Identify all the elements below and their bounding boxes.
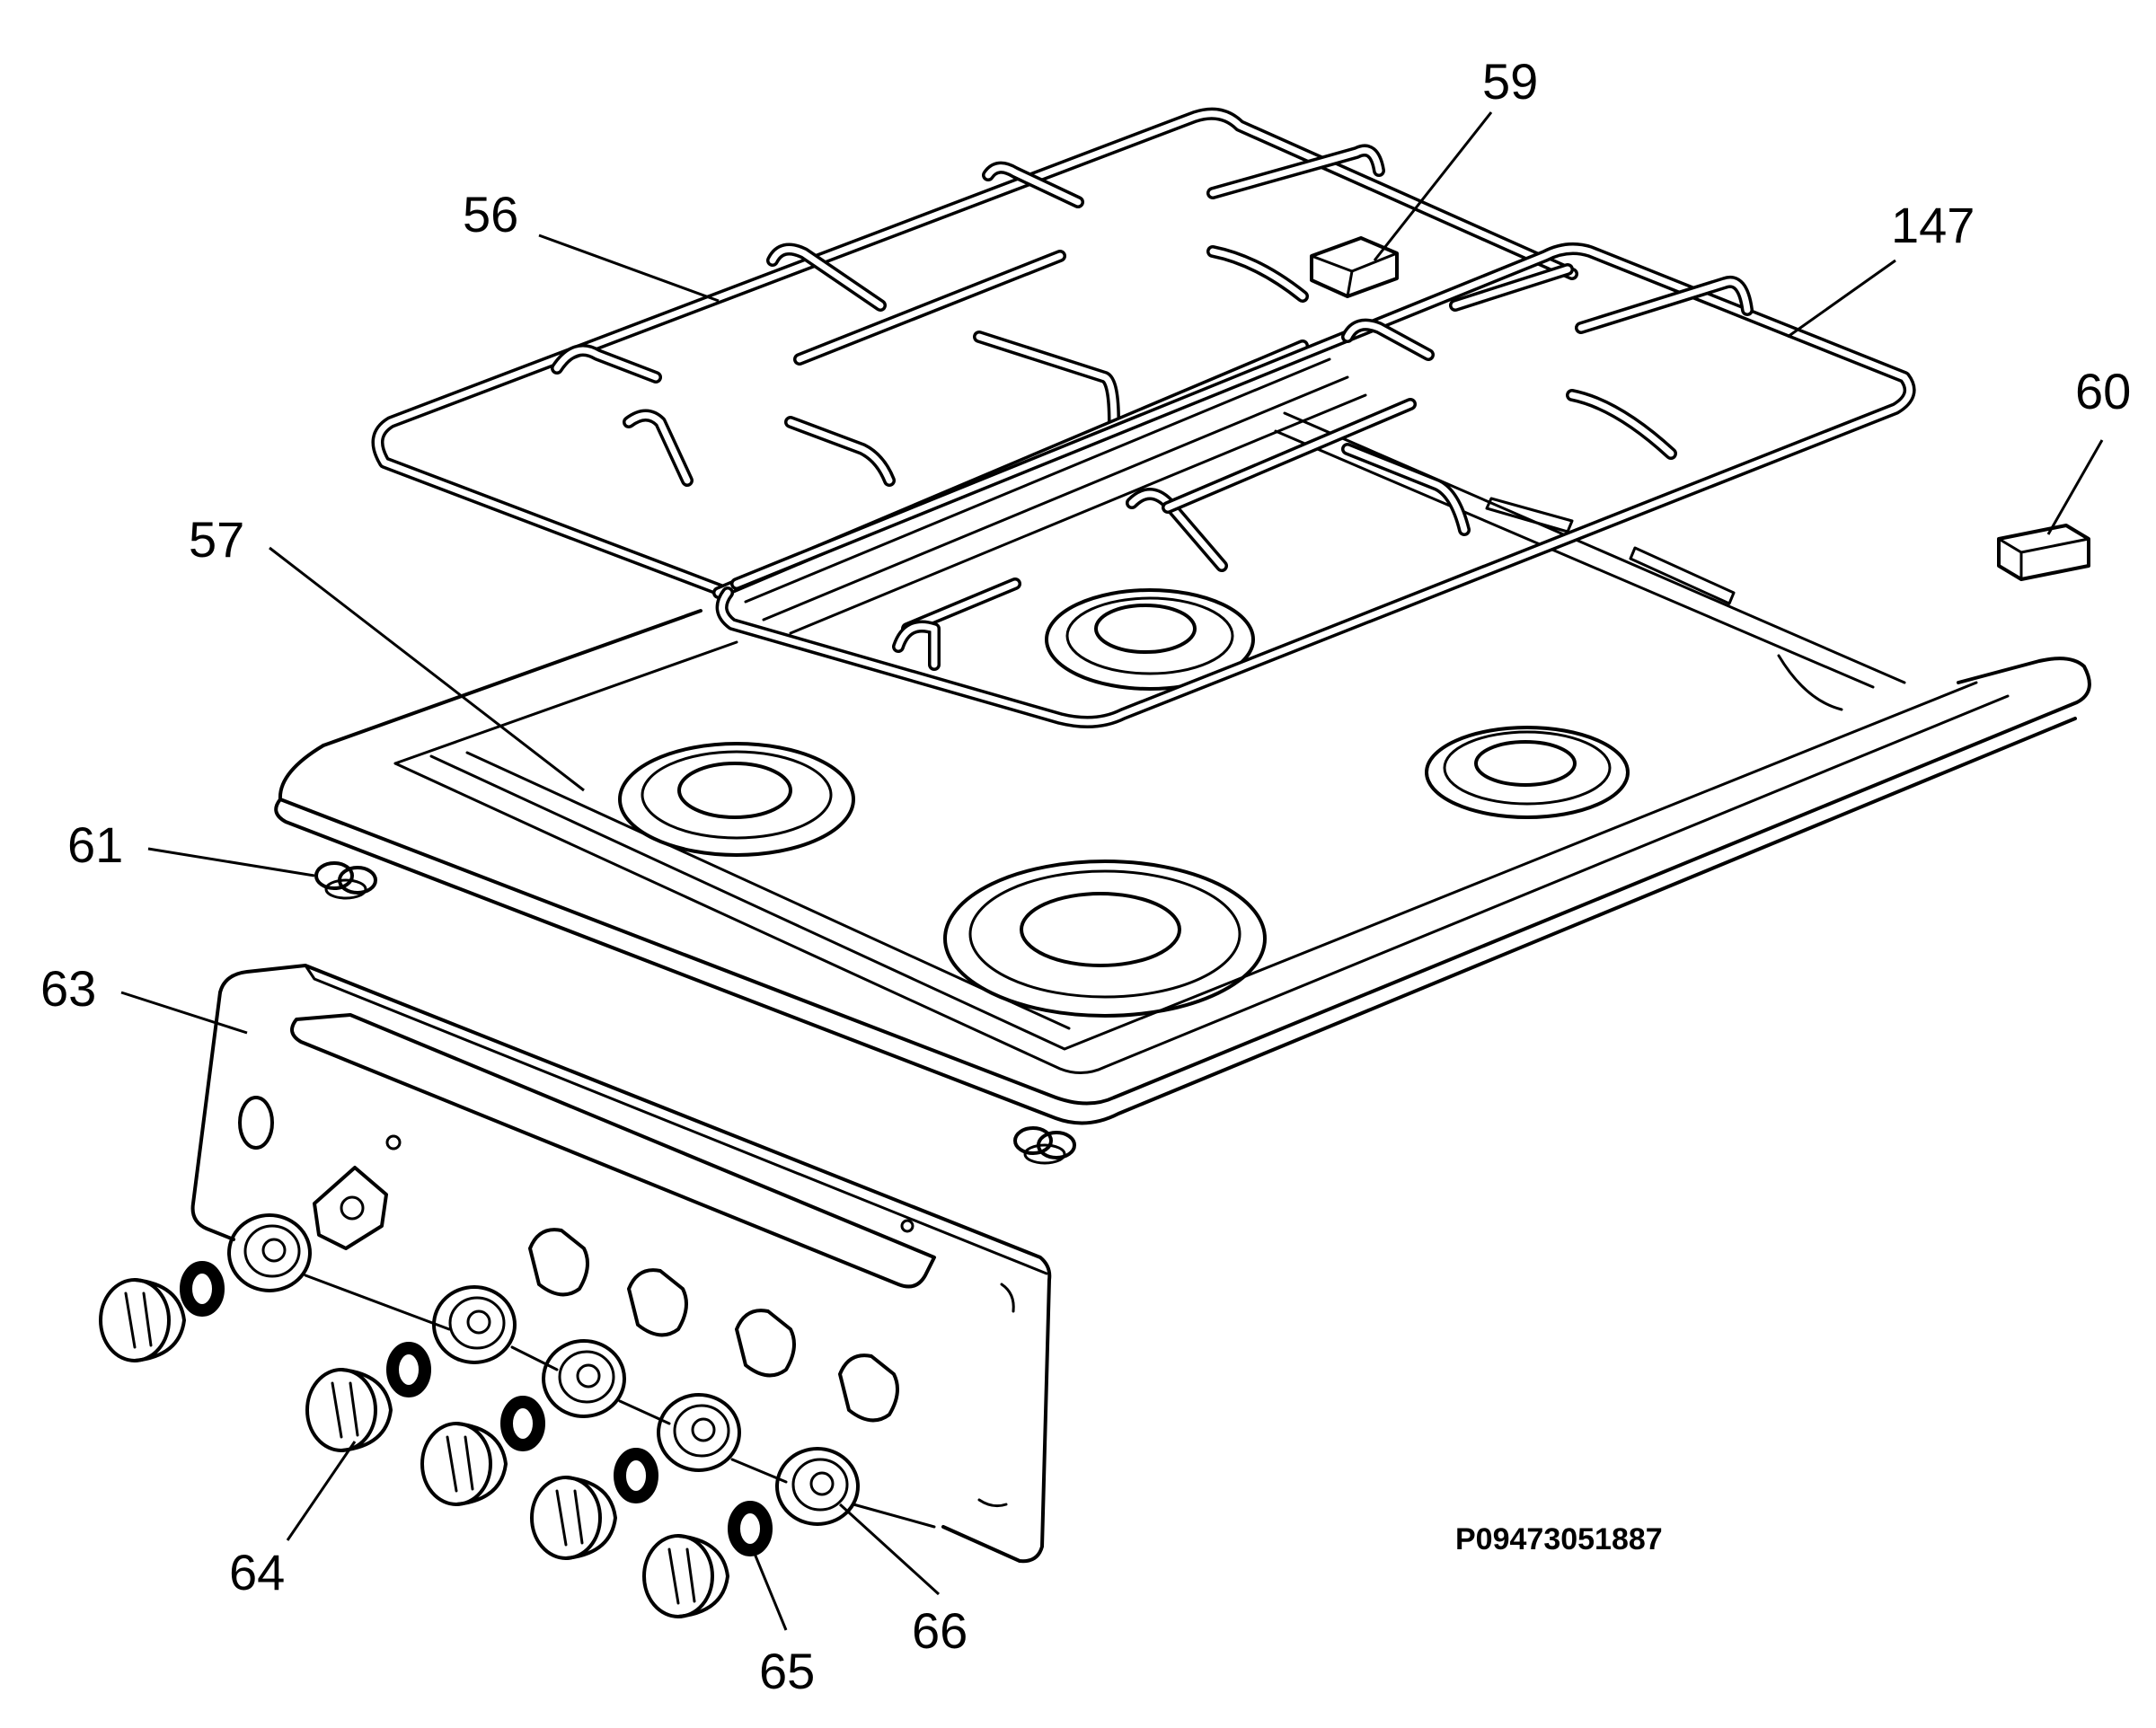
hob-top-panel (274, 411, 2091, 1125)
callout-64: 64 (229, 1544, 285, 1600)
callout-60: 60 (2075, 363, 2131, 419)
rosette-5 (775, 1447, 860, 1526)
burner-front-left (618, 742, 855, 857)
knob-3 (420, 1422, 508, 1506)
knob-rosettes (227, 1213, 936, 1529)
callout-147: 147 (1891, 197, 1975, 253)
rosette-4 (657, 1393, 741, 1472)
buffer-59 (1310, 236, 1399, 298)
knob-5 (642, 1534, 729, 1618)
fixing-61-left (314, 861, 377, 900)
burner-front-center (943, 860, 1267, 1018)
callout-65: 65 (759, 1643, 815, 1699)
burner-back-center (1045, 588, 1255, 691)
drawing-code: P09473051887 (1455, 1522, 1663, 1556)
knobs (99, 1278, 729, 1618)
burner-right (1425, 726, 1630, 819)
knob-4 (530, 1476, 617, 1560)
fixing-61-right (1013, 1126, 1076, 1165)
clip-60 (1997, 524, 2090, 581)
callout-57: 57 (189, 511, 244, 568)
pan-support-left (371, 107, 1578, 599)
rosette-1 (227, 1213, 312, 1292)
callout-61: 61 (67, 816, 123, 873)
callout-56: 56 (463, 186, 518, 242)
o-rings (180, 1261, 773, 1556)
leader-lines (120, 111, 2104, 1631)
rosette-2 (432, 1285, 517, 1364)
pan-support-right (715, 242, 1916, 728)
callout-66: 66 (912, 1602, 968, 1659)
knob-2 (305, 1368, 393, 1452)
knob-1 (99, 1278, 186, 1362)
callout-59: 59 (1482, 53, 1538, 110)
rosette-3 (542, 1339, 626, 1418)
callout-63: 63 (40, 960, 96, 1017)
control-panel (190, 964, 1052, 1564)
